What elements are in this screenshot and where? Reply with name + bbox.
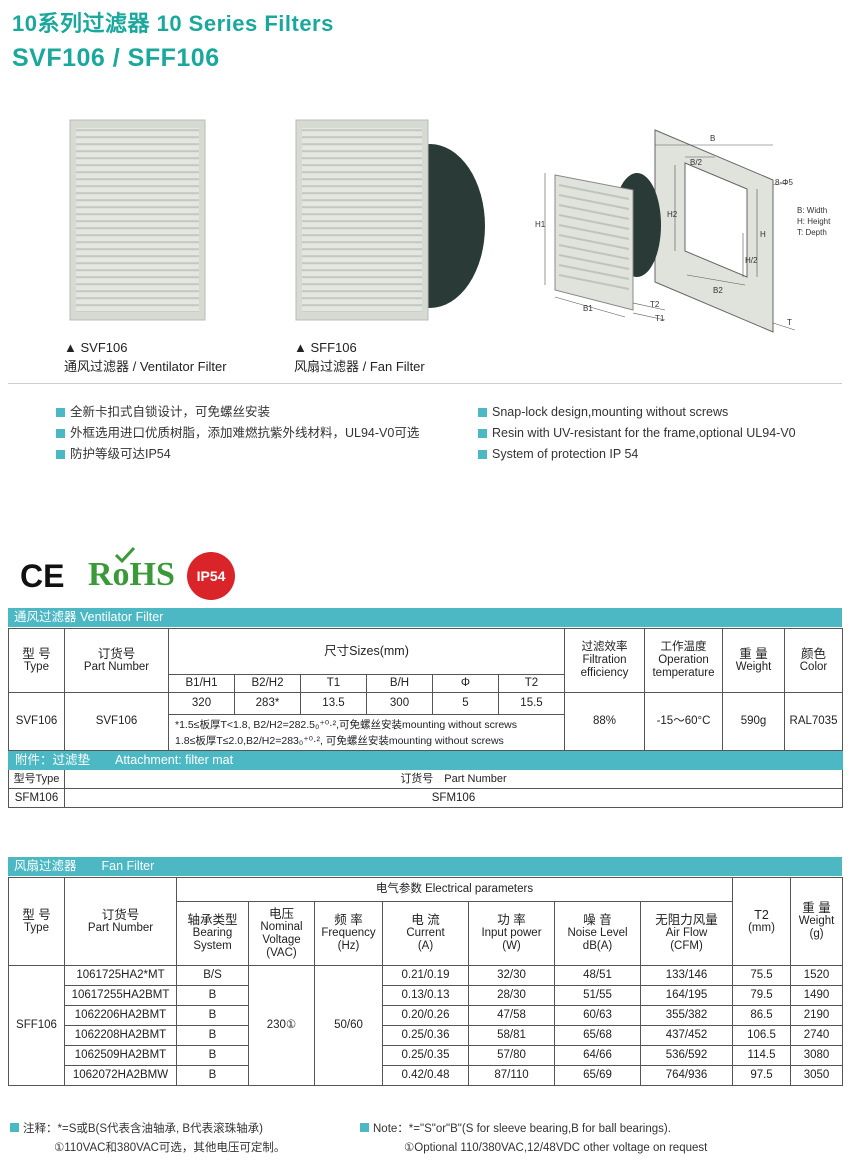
- svg-text:B/2: B/2: [690, 158, 703, 167]
- svg-text:H: H: [760, 230, 766, 239]
- svg-text:H2: H2: [667, 210, 678, 219]
- svg-text:H1: H1: [535, 220, 546, 229]
- features-cn: 全新卡扣式自锁设计，可免螺丝安装 外框选用进口优质树脂，添加难燃抗紫外线材料，U…: [56, 402, 419, 465]
- svg-text:B1: B1: [583, 304, 593, 313]
- page-title: 10系列过滤器 10 Series Filters: [12, 11, 334, 36]
- svg-text:T1: T1: [655, 314, 665, 323]
- page-subtitle: SVF106 / SFF106: [12, 44, 220, 72]
- rohs-mark: RoHS: [88, 556, 175, 593]
- features-en: Snap-lock design,mounting without screws…: [478, 402, 796, 465]
- svg-text:B: B: [710, 134, 715, 143]
- caption-sff106: ▲ SFF106 风扇过滤器 / Fan Filter: [294, 340, 425, 374]
- ce-mark: CE: [20, 558, 65, 594]
- fan-filter-image: [295, 119, 485, 321]
- ventilator-filter-image: [69, 119, 206, 321]
- svg-text:H/2: H/2: [745, 256, 758, 265]
- table-row: SFM106 SFM106: [8, 788, 843, 808]
- svg-text:H: Height: H: Height: [797, 217, 831, 226]
- attachment-bar: 附件：过滤垫 Attachment: filter mat: [8, 750, 843, 770]
- notes-cn: 注释：*=S或B(S代表含油轴承, B代表滚珠轴承) ①110VAC和380VA…: [10, 1120, 285, 1158]
- svg-text:B: Width: B: Width: [797, 206, 827, 215]
- ip54-badge: IP54: [187, 552, 235, 600]
- panel-cutout: [684, 162, 748, 278]
- svg-text:T: Depth: T: Depth: [797, 228, 827, 237]
- fan-section-bar: 风扇过滤器 Fan Filter: [8, 857, 842, 876]
- dimension-diagram: H1 B1 B B/2 B2 H2 H H/2 T2 T1 T 8-Φ5 B: …: [535, 129, 831, 333]
- svg-text:8-Φ5: 8-Φ5: [775, 178, 793, 187]
- svg-text:T: T: [787, 318, 792, 327]
- vent-section-bar: 通风过滤器 Ventilator Filter: [8, 608, 842, 627]
- divider: [8, 383, 842, 384]
- svg-text:T2: T2: [650, 300, 660, 309]
- caption-svf106: ▲ SVF106 通风过滤器 / Ventilator Filter: [64, 340, 227, 374]
- check-icon: [114, 546, 136, 564]
- notes-en: Note：*="S"or"B"(S for sleeve bearing,B f…: [360, 1120, 707, 1158]
- svg-text:B2: B2: [713, 286, 723, 295]
